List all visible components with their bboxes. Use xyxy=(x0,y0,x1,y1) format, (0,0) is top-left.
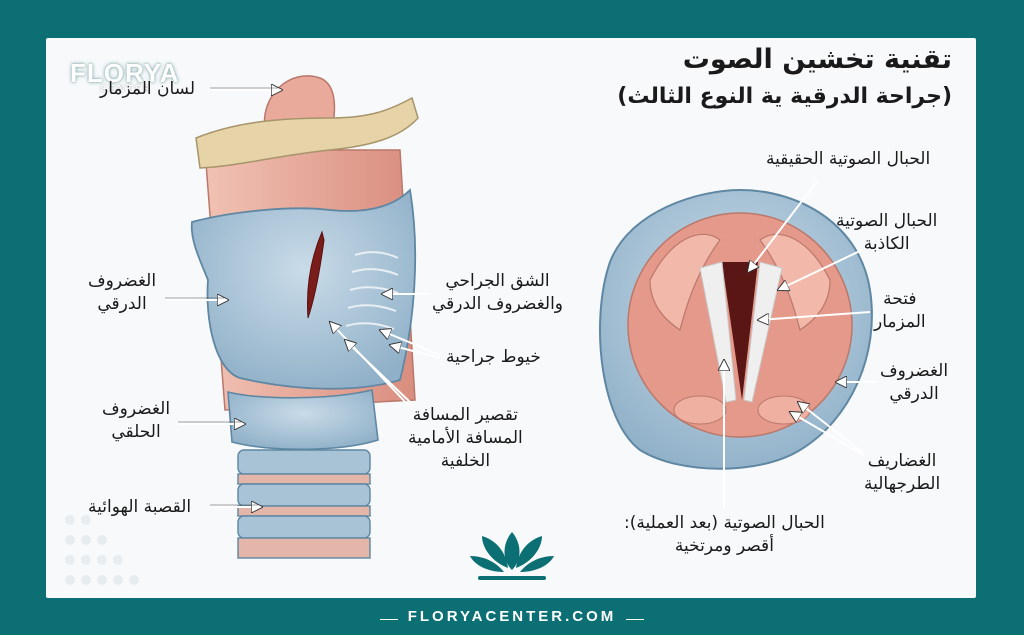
label-incision-line1: الشق الجراحي xyxy=(445,271,550,291)
true-cord-right xyxy=(743,261,783,403)
label-arytenoid: الغضاريف الطرجهالية xyxy=(864,450,940,496)
arrow-glottis xyxy=(758,311,871,320)
label-glottis: فتحة المزمار xyxy=(874,288,926,334)
label-true-cords: الحبال الصوتية الحقيقية xyxy=(766,149,931,169)
arrow-sutures-2 xyxy=(390,345,441,359)
label-cricoid-line2: الحلقي xyxy=(111,422,161,442)
footer-website[interactable]: FLORYACENTER.COM xyxy=(407,608,617,625)
thyroid-cartilage-shape xyxy=(190,188,417,390)
glottis-opening xyxy=(722,262,758,400)
decorative-dots xyxy=(65,515,139,585)
leader-arrows xyxy=(165,90,876,510)
page-title: تقنية تخشين الصوت xyxy=(682,44,952,75)
footer-divider-left xyxy=(380,619,398,620)
label-cricoid-line1: الغضروف xyxy=(102,399,171,419)
label-arytenoid-line1: الغضاريف xyxy=(867,451,937,471)
label-shortening-line1: تقصير المسافة xyxy=(412,405,519,425)
arrow-outlines xyxy=(165,87,278,506)
label-trachea: القصبة الهوائية xyxy=(88,497,192,517)
larynx-illustration xyxy=(190,75,419,559)
hyoid-bone xyxy=(195,96,419,169)
label-incision: الشق الجراحي والغضروف الدرقي xyxy=(432,270,563,316)
cricoid-cartilage-shape xyxy=(227,389,379,451)
label-thyroid-right-line2: الدرقي xyxy=(889,384,939,404)
label-shortening-line2: المسافة الأمامية xyxy=(408,428,523,448)
glottis-illustration xyxy=(599,188,873,470)
lotus-logo xyxy=(470,532,554,580)
arrow-arytenoid-2 xyxy=(790,412,865,456)
label-after-surgery: الحبال الصوتية (بعد العملية): أقصر ومرتخ… xyxy=(624,512,825,558)
page-subtitle: (جراحة الدرقية ية النوع الثالث) xyxy=(617,84,952,109)
label-glottis-line1: فتحة xyxy=(883,289,917,309)
label-thyroid-left: الغضروف الدرقي xyxy=(88,270,156,316)
label-false-cords-line1: الحبال الصوتية xyxy=(836,211,938,231)
label-thyroid-left-line2: الدرقي xyxy=(97,294,147,314)
label-after-surgery-line2: أقصر ومرتخية xyxy=(674,536,774,556)
label-thyroid-left-line1: الغضروف xyxy=(88,271,157,291)
sutures-shape xyxy=(345,251,399,330)
arrow-sutures-1 xyxy=(380,330,441,356)
arytenoid-left xyxy=(673,395,727,425)
label-shortening: تقصير المسافة المسافة الأمامية الخلفية xyxy=(408,404,523,473)
label-cricoid: الغضروف الحلقي xyxy=(102,398,170,444)
label-glottis-line2: المزمار xyxy=(874,312,926,332)
label-thyroid-right: الغضروف الدرقي xyxy=(880,360,948,406)
label-incision-line2: والغضروف الدرقي xyxy=(432,294,564,314)
incision-shape xyxy=(307,230,325,319)
label-false-cords: الحبال الصوتية الكاذبة xyxy=(836,210,937,256)
arrow-arytenoid-1 xyxy=(798,402,863,453)
label-arytenoid-line2: الطرجهالية xyxy=(864,474,941,494)
label-after-surgery-line1: الحبال الصوتية (بعد العملية): xyxy=(624,513,825,533)
footer-divider-right xyxy=(626,619,644,620)
trachea-shape xyxy=(237,449,371,559)
label-epiglottis: لسان المزمار xyxy=(100,79,196,99)
arrow-shortening-2 xyxy=(345,340,411,403)
label-shortening-line3: الخلفية xyxy=(440,451,491,471)
arrow-true-cords xyxy=(748,179,819,272)
arrow-false-cords xyxy=(778,249,863,290)
label-sutures: خيوط جراحية xyxy=(446,347,541,367)
label-thyroid-right-line1: الغضروف xyxy=(880,361,949,381)
label-false-cords-line2: الكاذبة xyxy=(863,234,910,254)
brand-logo-sub: CENTER xyxy=(100,84,153,95)
brand-logo-text: FLORYA xyxy=(70,58,180,88)
